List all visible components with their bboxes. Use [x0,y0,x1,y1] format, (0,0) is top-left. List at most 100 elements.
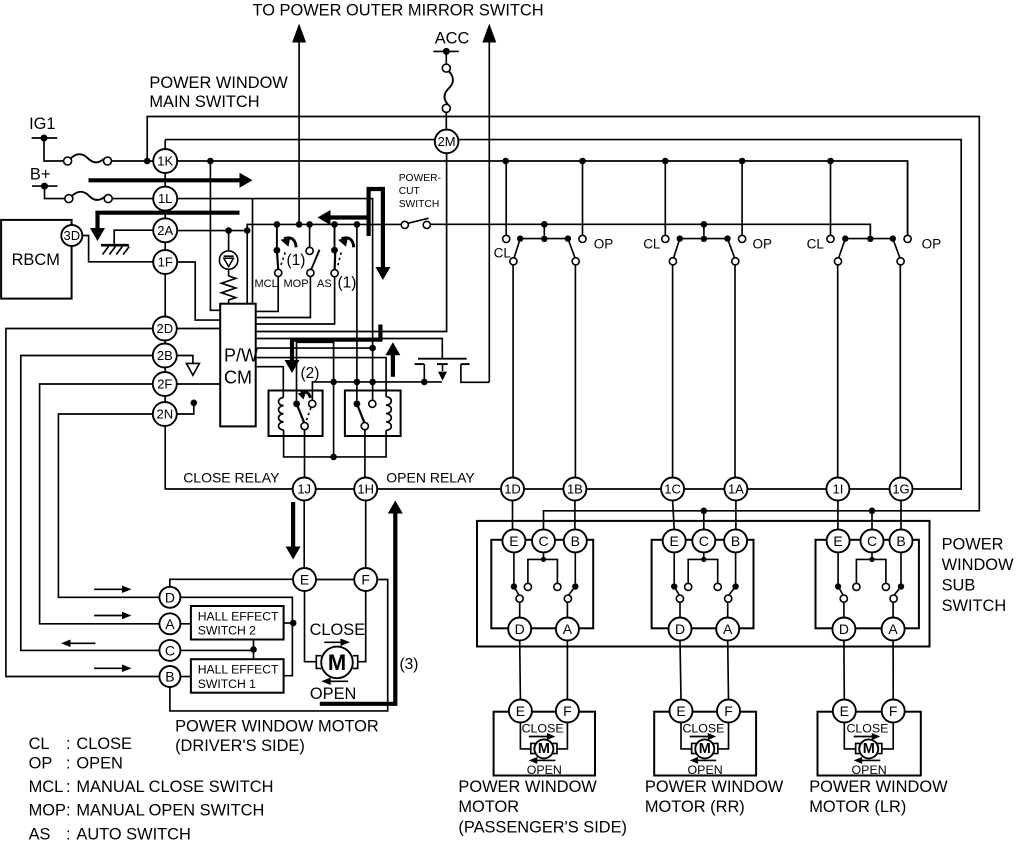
svg-text:E: E [509,533,518,549]
svg-text:MAIN SWITCH: MAIN SWITCH [149,93,259,111]
svg-text:CM: CM [224,368,252,388]
svg-text::: : [66,735,71,753]
svg-text:1G: 1G [892,482,909,497]
svg-text:OP: OP [594,236,614,251]
svg-text:MOTOR (LR): MOTOR (LR) [809,798,906,816]
svg-text:CLOSE: CLOSE [682,721,724,735]
svg-text:3D: 3D [63,228,80,243]
svg-text:1J: 1J [297,482,311,497]
svg-text:OPEN: OPEN [688,763,723,777]
svg-text:B: B [731,533,740,549]
svg-text:M: M [863,741,875,757]
svg-text:(2): (2) [301,365,320,382]
svg-text:A: A [165,616,175,632]
svg-text:CUT: CUT [399,186,421,197]
svg-text:D: D [515,621,525,637]
svg-text:(1): (1) [287,252,306,269]
svg-text:F: F [563,703,572,719]
svg-text:CLOSE RELAY: CLOSE RELAY [183,470,280,486]
svg-text:A: A [563,621,573,637]
svg-text:F: F [724,703,733,719]
svg-text:B: B [896,533,905,549]
svg-text:2N: 2N [156,407,173,422]
svg-text:MOTOR: MOTOR [458,798,519,816]
svg-text:MOP: MOP [284,278,309,290]
svg-text:OPEN: OPEN [852,763,887,777]
svg-text:CL: CL [807,236,825,251]
svg-text:C: C [538,533,548,549]
svg-text:E: E [670,533,679,549]
svg-text:1L: 1L [158,191,172,206]
svg-text:AS: AS [29,825,51,843]
svg-text:TO POWER OUTER MIRROR SWITCH: TO POWER OUTER MIRROR SWITCH [253,1,544,19]
svg-text:CLOSE: CLOSE [846,721,888,735]
svg-text:OP: OP [753,236,773,251]
svg-text:POWER WINDOW: POWER WINDOW [645,778,784,796]
svg-text::: : [66,755,71,773]
svg-text:2D: 2D [156,321,173,336]
svg-text:1A: 1A [728,482,744,497]
svg-text:SWITCH 1: SWITCH 1 [198,677,256,691]
svg-text:OP: OP [29,755,53,773]
svg-text:M: M [538,741,550,757]
svg-text:A: A [723,621,733,637]
svg-text:CL: CL [29,735,50,753]
svg-text:WINDOW: WINDOW [942,556,1014,574]
svg-text:SWITCH 2: SWITCH 2 [198,624,256,638]
svg-text:B+: B+ [30,166,51,184]
svg-text:1H: 1H [357,482,374,497]
svg-text:B: B [571,533,580,549]
svg-text:E: E [676,703,685,719]
svg-text:D: D [165,589,175,605]
svg-text:OPEN: OPEN [310,685,356,703]
svg-text:(1): (1) [338,275,357,292]
svg-text:C: C [867,533,877,549]
svg-text:OP: OP [922,236,942,251]
svg-text::: : [66,778,71,796]
svg-text:AUTO SWITCH: AUTO SWITCH [76,825,190,843]
svg-text:POWER WINDOW MOTOR: POWER WINDOW MOTOR [175,718,379,736]
svg-text:D: D [839,621,849,637]
svg-text:MOP: MOP [29,801,66,819]
svg-text:AS: AS [317,278,332,290]
svg-text:MCL: MCL [29,778,64,796]
svg-text:2M: 2M [438,134,456,149]
svg-text:CL: CL [643,236,661,251]
svg-text:MCL: MCL [255,278,278,290]
svg-text:CLOSE: CLOSE [76,735,132,753]
svg-text:M: M [328,650,346,675]
svg-text:MANUAL CLOSE SWITCH: MANUAL CLOSE SWITCH [76,778,273,796]
svg-text:SWITCH: SWITCH [399,199,440,210]
svg-text:1I: 1I [832,482,843,497]
svg-text:MOTOR (RR): MOTOR (RR) [645,798,745,816]
svg-text:2F: 2F [157,377,172,392]
svg-text::: : [66,801,71,819]
svg-text:A: A [888,621,898,637]
svg-text:1F: 1F [158,255,173,270]
svg-text:RBCM: RBCM [12,251,60,269]
svg-text:SUB: SUB [942,577,976,595]
svg-text:C: C [699,533,709,549]
svg-text::: : [66,825,71,843]
svg-text:POWER WINDOW: POWER WINDOW [458,778,597,796]
svg-text:1B: 1B [567,482,583,497]
svg-text:(DRIVER'S SIDE): (DRIVER'S SIDE) [175,737,305,755]
svg-text:E: E [833,533,842,549]
svg-text:E: E [516,703,525,719]
svg-text:ACC: ACC [435,29,470,47]
svg-text:E: E [840,703,849,719]
svg-text:1D: 1D [504,482,521,497]
svg-text:MANUAL OPEN SWITCH: MANUAL OPEN SWITCH [76,801,264,819]
svg-text:HALL EFFECT: HALL EFFECT [198,663,279,677]
svg-text:B: B [165,669,174,685]
svg-text:E: E [300,572,309,588]
svg-text:CL: CL [494,245,512,260]
svg-text:HALL EFFECT: HALL EFFECT [198,609,279,623]
svg-text:M: M [699,741,711,757]
svg-text:D: D [675,621,685,637]
svg-text:(PASSENGER'S SIDE): (PASSENGER'S SIDE) [458,819,627,837]
svg-text:POWER WINDOW: POWER WINDOW [149,74,288,92]
svg-text:P/W: P/W [224,346,258,366]
svg-text:2A: 2A [157,223,173,238]
svg-text:1C: 1C [664,482,681,497]
